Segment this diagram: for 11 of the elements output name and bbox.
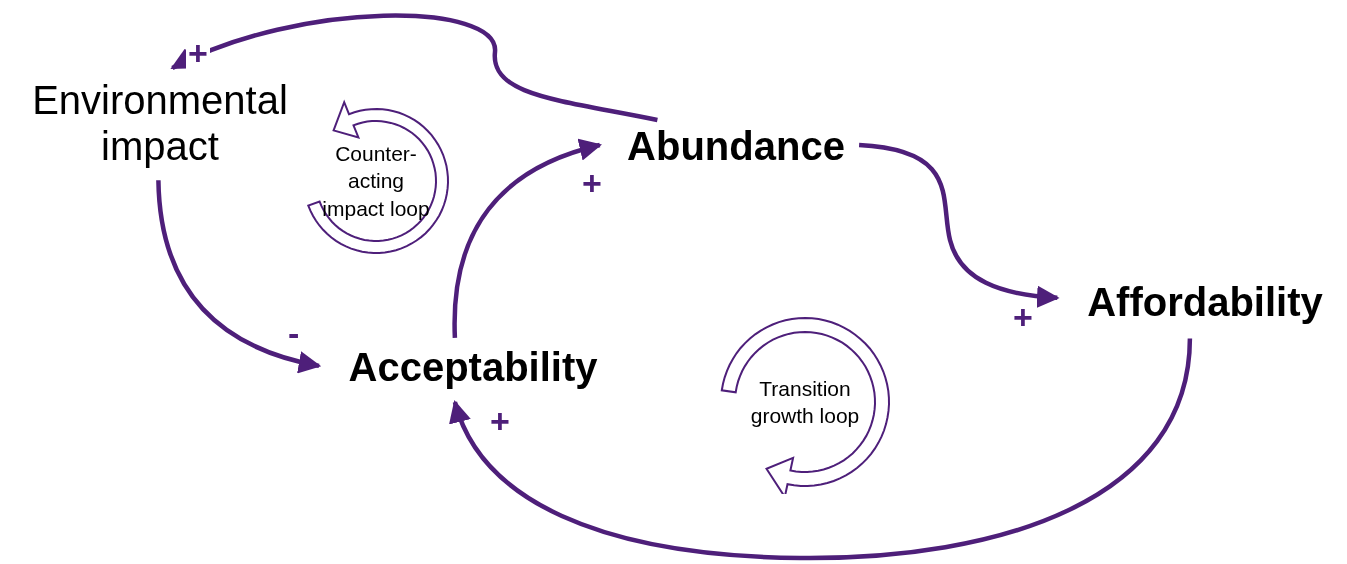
arrow [170,13,658,123]
loop-label: Counter-acting impact loop [321,141,431,222]
arrow [858,142,1060,308]
arrow [452,139,602,338]
variable-label: Affordability [1063,276,1347,328]
loop-label: Transition growth loop [750,375,860,429]
arrow [156,180,322,373]
variable-label: Abundance [605,120,867,172]
variable-label: Acceptability [322,340,624,394]
arrow [450,338,1193,561]
variable-label: Environmental impact [5,70,315,175]
